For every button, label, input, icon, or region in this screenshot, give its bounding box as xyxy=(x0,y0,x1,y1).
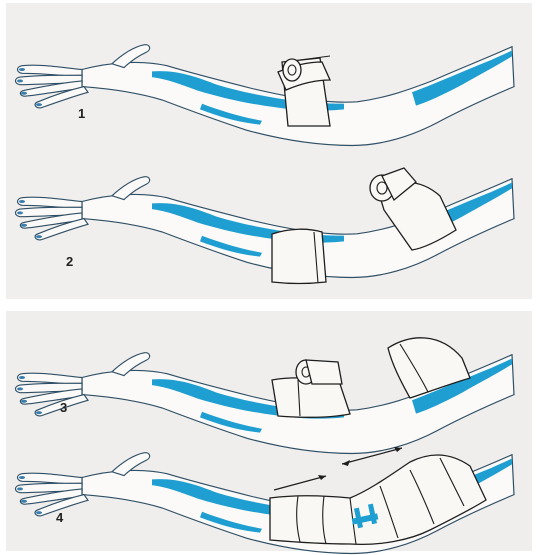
step-4-arm xyxy=(16,447,515,554)
step-label-4: 4 xyxy=(56,510,63,525)
step-label-3: 3 xyxy=(60,400,67,415)
step-label-1: 1 xyxy=(78,106,85,121)
step-1-arm xyxy=(16,45,515,146)
bandage-complete-4 xyxy=(270,455,486,544)
step-label-2: 2 xyxy=(66,254,73,269)
step-3-arm xyxy=(16,338,515,454)
step-2-arm xyxy=(16,168,515,284)
